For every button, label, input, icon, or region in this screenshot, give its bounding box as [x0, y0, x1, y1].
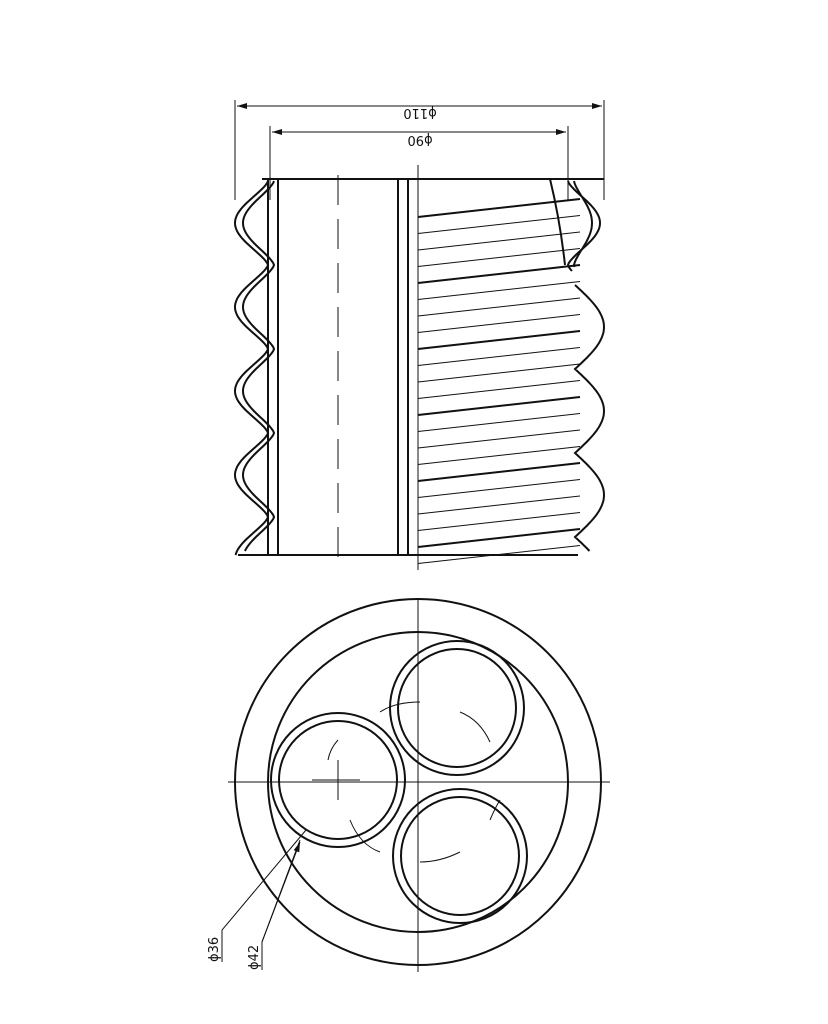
groove-line: [417, 231, 581, 251]
groove-line: [417, 396, 581, 416]
groove-line: [417, 314, 581, 333]
groove-line: [417, 264, 581, 284]
groove-line: [417, 248, 581, 267]
groove-line: [417, 479, 581, 498]
duct-left: [270, 712, 406, 848]
exterior-ribs: [573, 284, 606, 552]
groove-line: [417, 545, 581, 564]
dimension-outer: ϕ110: [234, 100, 605, 200]
groove-line: [417, 347, 581, 366]
dimension-inner: ϕ90: [269, 126, 569, 200]
groove-line: [417, 330, 581, 350]
corrugation-profile: [233, 180, 270, 556]
groove-line: [417, 462, 581, 482]
end-view: ϕ36 ϕ42: [207, 598, 610, 972]
duct-inner-diameter-label: ϕ36: [207, 937, 222, 962]
groove-line: [417, 512, 581, 531]
groove-line: [417, 413, 581, 432]
groove-line: [417, 363, 581, 383]
groove-line: [417, 281, 581, 300]
groove-line: [417, 528, 581, 548]
corrugation-profile: [241, 180, 276, 552]
corrugation-profile: [566, 180, 602, 272]
side-section-view: [233, 165, 606, 570]
groove-line: [417, 198, 581, 218]
groove-line: [417, 429, 581, 449]
duct-top: [379, 640, 525, 776]
leader-lines: ϕ36 ϕ42: [207, 829, 307, 970]
duct-bottom: [349, 788, 528, 924]
groove-line: [417, 495, 581, 515]
dimension-outer-label: ϕ110: [403, 105, 436, 120]
groove-line: [417, 380, 581, 399]
dimension-inner-label: ϕ90: [407, 132, 432, 147]
hatched-wall-center: [397, 178, 409, 556]
corrugation-profile: [572, 180, 594, 268]
duct-outer-diameter-label: ϕ42: [247, 945, 262, 970]
groove-line: [417, 446, 581, 465]
hatched-wall-left: [267, 178, 279, 556]
groove-line: [417, 297, 581, 317]
groove-line: [417, 215, 581, 234]
